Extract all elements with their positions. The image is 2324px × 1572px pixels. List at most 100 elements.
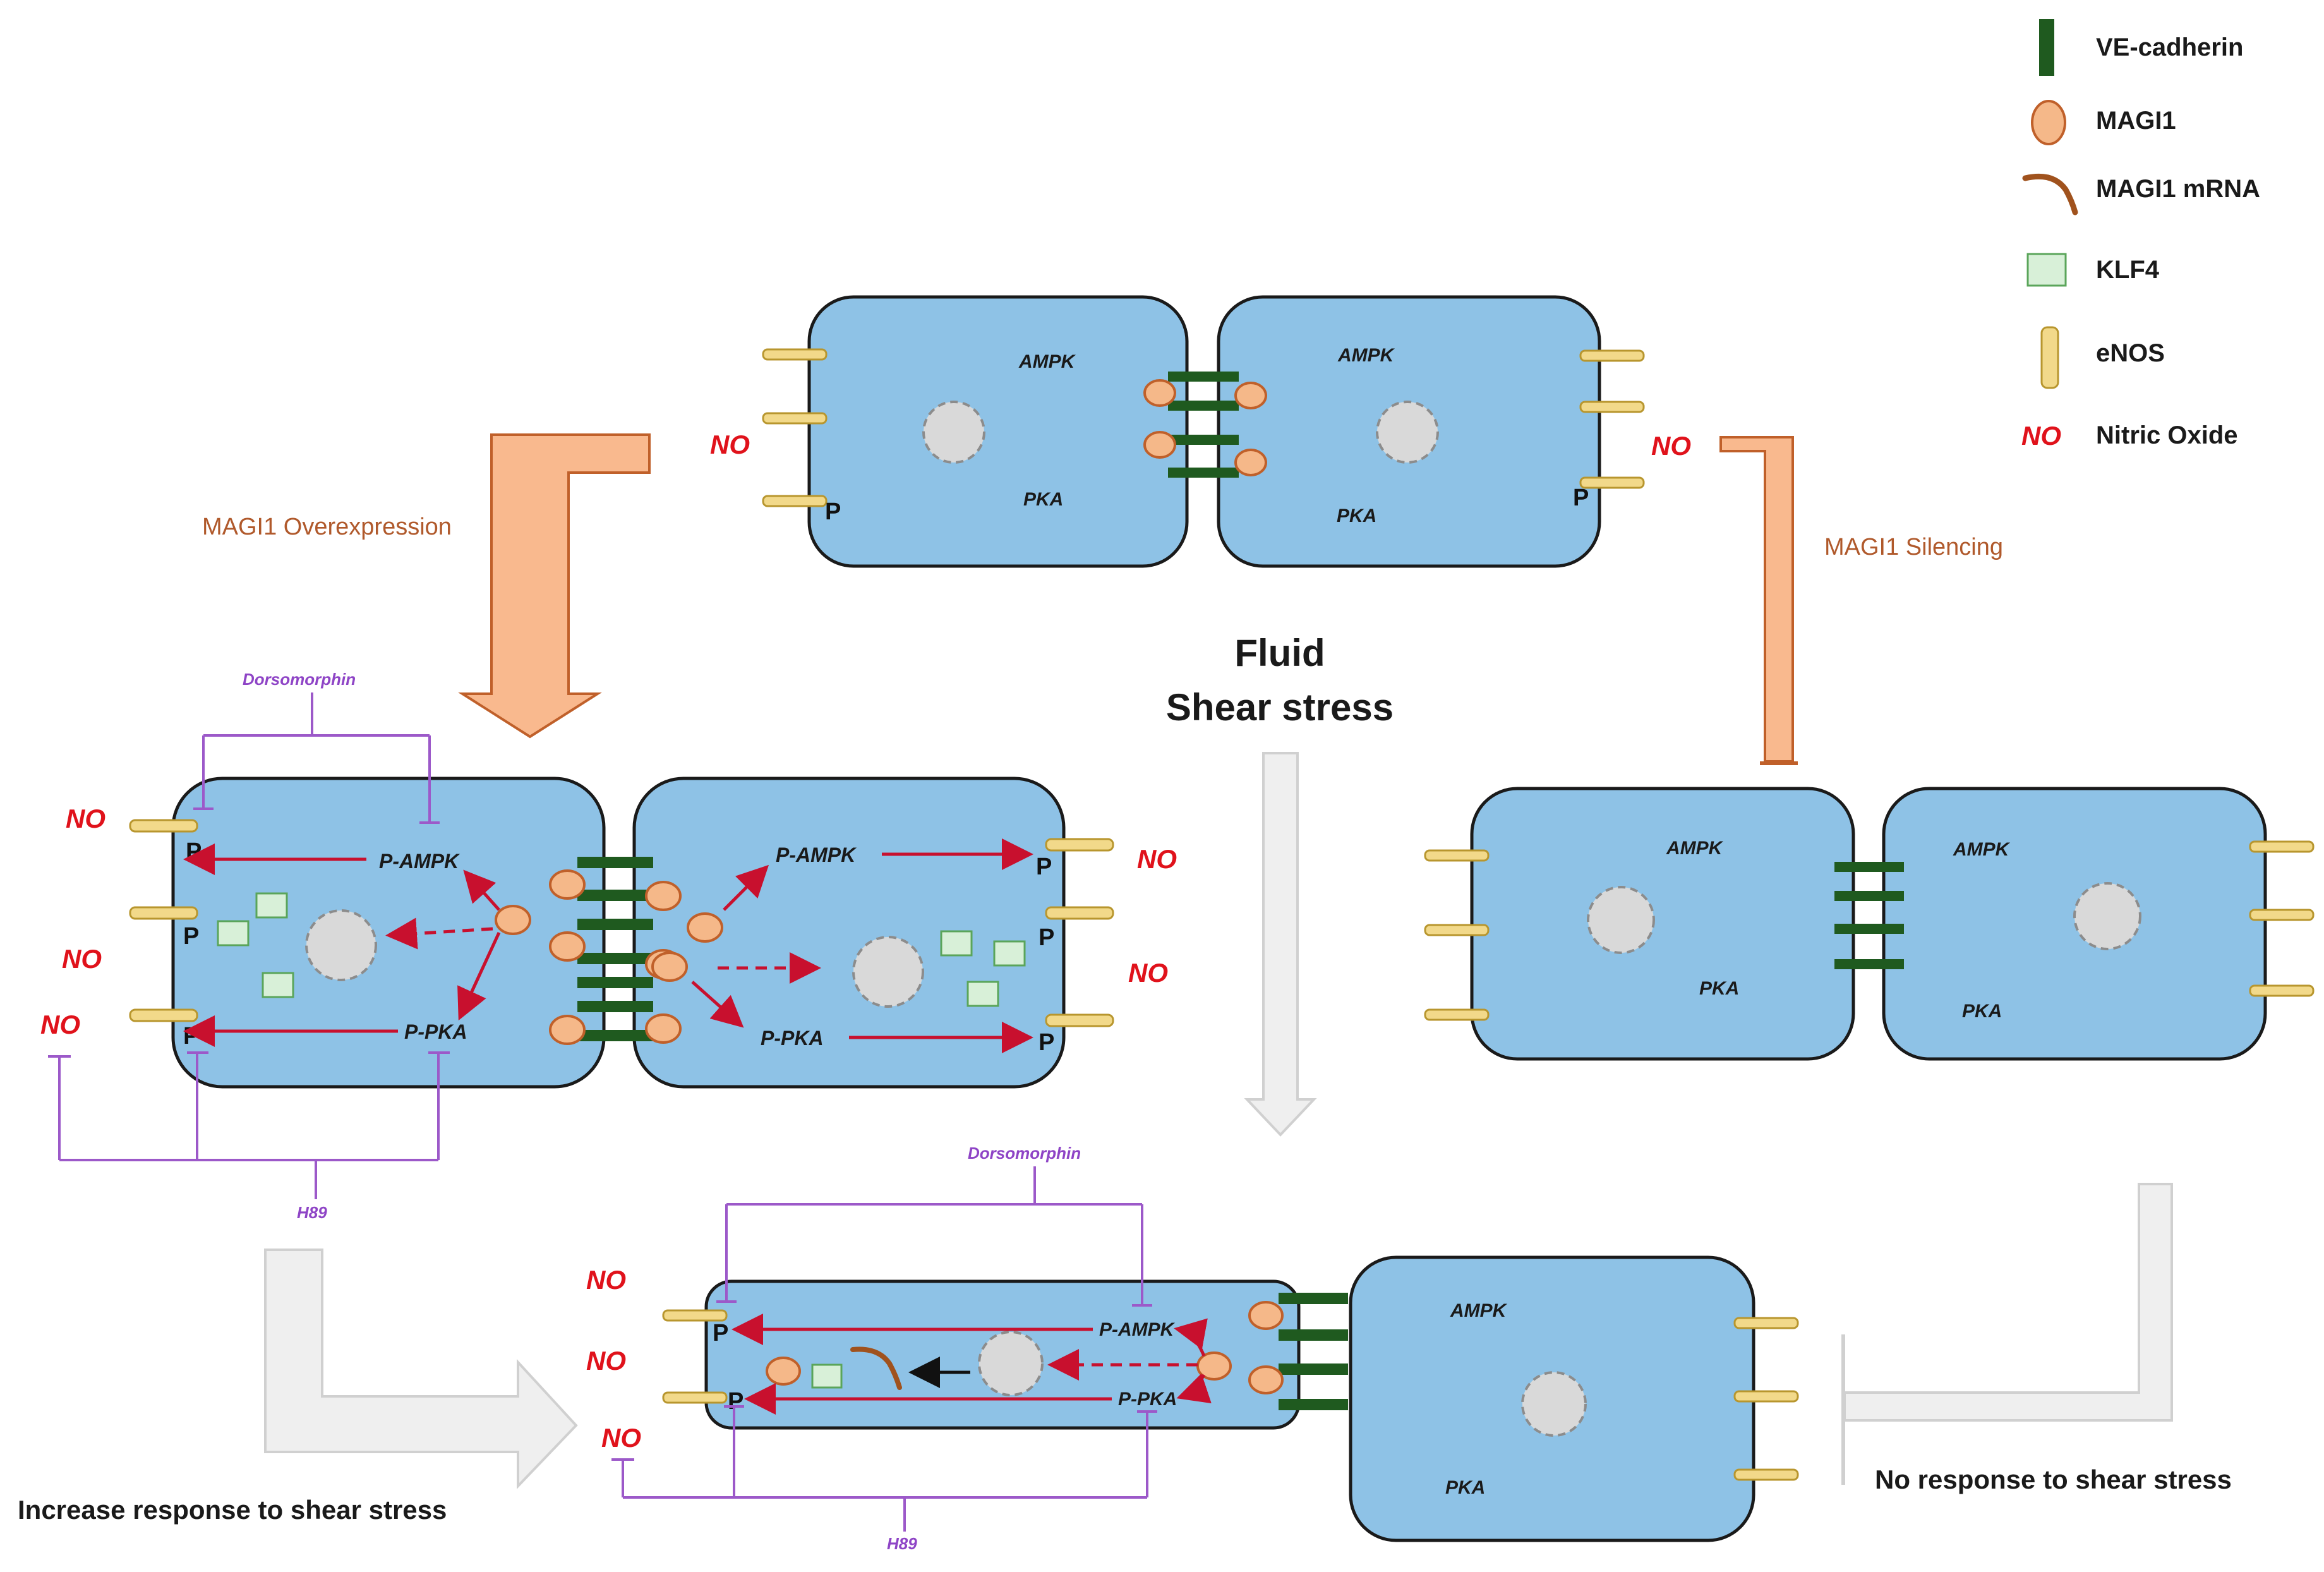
no-label: NO	[710, 430, 750, 459]
klf4	[993, 940, 1026, 967]
nucleus	[1521, 1371, 1587, 1437]
overexpression-label: MAGI1 Overexpression	[202, 514, 452, 540]
enos	[1424, 849, 1490, 862]
ve-cadherin-icon	[2039, 19, 2054, 76]
magi1	[645, 1013, 682, 1044]
cell-silencing-left	[1470, 787, 1855, 1061]
inhibition-line	[202, 692, 431, 823]
enos	[1579, 349, 1645, 362]
silencing-arrow: MAGI1 Silencing	[1719, 436, 2003, 765]
no-label: NO	[62, 944, 102, 974]
overexpression-arrow: MAGI1 Overexpression	[202, 433, 651, 739]
ve-cadherin-junction	[1168, 435, 1239, 445]
nucleus	[978, 1331, 1044, 1396]
enos	[1579, 476, 1645, 489]
p-ampk-label: P-AMPK	[1099, 1319, 1176, 1340]
phospho-mark: P	[728, 1388, 744, 1415]
activation-arrow	[723, 864, 769, 911]
ve-cadherin-junction	[577, 1030, 653, 1041]
magi1	[1234, 449, 1267, 476]
magi1	[687, 912, 723, 943]
pka-label: PKA	[1699, 978, 1739, 999]
legend-ve-cadherin: VE-cadherin	[2096, 33, 2243, 61]
phospho-mark: P	[1573, 485, 1589, 511]
ve-cadherin-junction	[1279, 1399, 1348, 1410]
enos	[2249, 909, 2315, 921]
ampk-label: AMPK	[1018, 351, 1076, 372]
magi1	[645, 881, 682, 911]
enos	[129, 1008, 198, 1022]
pka-label: PKA	[1337, 505, 1376, 526]
legend-no-symbol: NO	[2021, 421, 2061, 450]
no-label: NO	[1128, 958, 1168, 988]
ampk-label: AMPK	[1450, 1300, 1508, 1321]
legend-magi1: MAGI1	[2096, 107, 2176, 135]
cell-top-left	[807, 295, 1189, 568]
magi1-mrna-icon	[2022, 173, 2078, 215]
silencing-cells: AMPK PKA AMPK PKA	[1424, 787, 2315, 1061]
enos	[1733, 1468, 1799, 1481]
enos	[2249, 984, 2315, 997]
ve-cadherin-junction	[1834, 959, 1904, 969]
ve-cadherin-junction	[1834, 924, 1904, 934]
p-pka-label: P-PKA	[1118, 1389, 1177, 1410]
shear-stress-title-line2: Shear stress	[1166, 686, 1394, 729]
magi1	[549, 931, 586, 962]
p-pka-label: P-PKA	[761, 1027, 824, 1049]
p-pka-label: P-PKA	[404, 1020, 467, 1043]
enos-icon	[2040, 326, 2059, 389]
enos	[1733, 1390, 1799, 1403]
ve-cadherin-junction	[577, 1001, 653, 1012]
phospho-mark: P	[1036, 854, 1052, 880]
pka-label: PKA	[1962, 1001, 2002, 1022]
dorsomorphin-label: Dorsomorphin	[968, 1144, 1081, 1163]
magi1	[1248, 1365, 1284, 1394]
activation-arrow	[691, 981, 744, 1028]
pka-label: PKA	[1023, 489, 1063, 510]
shear-stress-arrow	[1244, 752, 1317, 1137]
ve-cadherin-junction	[577, 890, 653, 901]
klf4	[255, 892, 288, 919]
legend-nitric-oxide: Nitric Oxide	[2096, 421, 2238, 449]
phospho-mark: P	[1039, 1029, 1054, 1056]
ve-cadherin-junction	[1834, 891, 1904, 901]
ve-cadherin-junction	[1279, 1293, 1348, 1304]
klf4	[811, 1363, 843, 1389]
magi1-icon	[2031, 100, 2066, 145]
enos	[1045, 906, 1114, 920]
legend-klf4: KLF4	[2096, 256, 2160, 284]
klf4	[940, 930, 973, 957]
increase-response-caption: Increase response to shear stress	[18, 1495, 447, 1525]
activation-arrow	[457, 931, 501, 1021]
legend-enos: eNOS	[2096, 339, 2165, 367]
ampk-label: AMPK	[1666, 838, 1724, 859]
enos	[129, 819, 198, 833]
p-ampk-label: P-AMPK	[776, 843, 857, 866]
nucleus	[852, 936, 924, 1008]
enos	[1045, 838, 1114, 852]
klf4	[262, 972, 294, 998]
phospho-mark: P	[825, 499, 841, 525]
shear-stress-cells: P P NO NO NO P-AMPK P-PKA AMPK PKA Dorso…	[586, 1144, 1799, 1553]
enos	[1733, 1317, 1799, 1329]
no-label: NO	[601, 1423, 641, 1453]
ampk-label: AMPK	[1337, 345, 1395, 366]
nucleus	[2073, 882, 2141, 950]
ve-cadherin-junction	[1168, 468, 1239, 478]
enos	[1424, 1008, 1490, 1021]
phospho-mark: P	[713, 1320, 728, 1346]
no-label: NO	[1137, 844, 1177, 874]
enos	[129, 906, 198, 920]
shear-stress-title-line1: Fluid	[1234, 632, 1325, 674]
ve-cadherin-junction	[1279, 1329, 1348, 1341]
magi1	[1248, 1301, 1284, 1330]
magi1	[549, 1015, 586, 1045]
ve-cadherin-junction	[577, 857, 653, 868]
klf4-icon	[2026, 253, 2067, 287]
translocation-arrow	[385, 917, 493, 950]
ve-cadherin-junction	[1279, 1363, 1348, 1375]
phospho-mark: P	[186, 838, 202, 865]
klf4	[217, 920, 250, 946]
h89-label: H89	[887, 1534, 917, 1553]
